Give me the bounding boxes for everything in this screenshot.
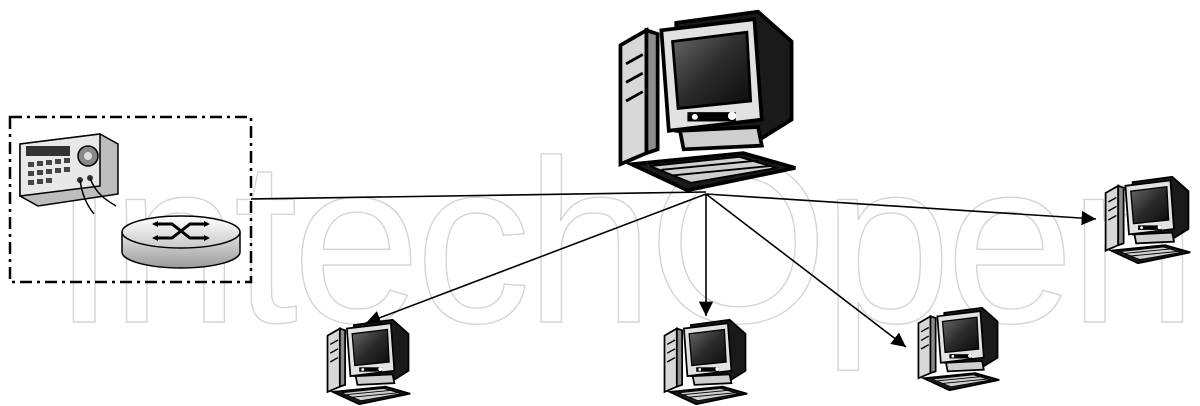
client-computer-icon	[917, 306, 1001, 392]
link-server-client-3	[705, 193, 907, 348]
server-computer-icon	[620, 12, 795, 191]
network-switch-icon	[121, 215, 241, 269]
client-computer-icon	[1104, 175, 1192, 265]
link-server-client-1	[365, 193, 707, 325]
connection-lines	[250, 191, 1097, 348]
link-source-server	[250, 191, 707, 200]
source-group-box	[8, 115, 253, 284]
client-computer-icon	[326, 318, 412, 406]
client-computer-icon	[663, 318, 749, 406]
link-server-client-4	[705, 193, 1097, 226]
signal-generator-icon	[19, 133, 119, 215]
